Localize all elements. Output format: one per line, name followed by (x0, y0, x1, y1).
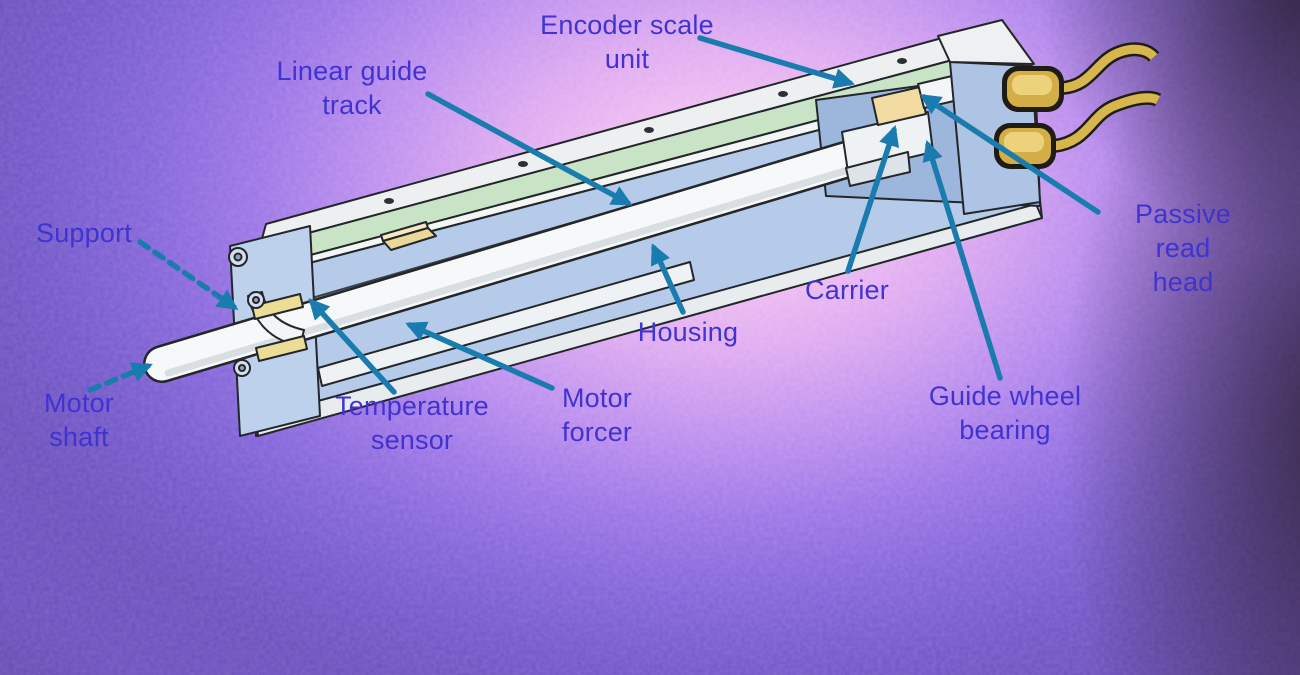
label-passive-read-head: Passive read head (1135, 199, 1231, 297)
arrow-motor-forcer (405, 321, 555, 391)
left-magnet-strip-lower (255, 335, 308, 362)
cable-upper (1061, 44, 1158, 93)
cable-lower (1053, 93, 1161, 151)
arrow-housing (650, 243, 686, 315)
top-rail-screw-holes (384, 58, 907, 204)
arrow-temperature-sensor (308, 298, 397, 395)
label-encoder-scale-unit: Encoder scale unit (540, 10, 714, 74)
arrow-passive-read-head (919, 94, 1101, 215)
arrow-linear-guide-track (425, 91, 633, 206)
arrow-support (137, 239, 239, 310)
motor-forcer-panel (317, 261, 695, 387)
end-plate-screws (228, 247, 265, 377)
cable-assembly (994, 42, 1162, 169)
right-end-top-cut (937, 19, 1035, 65)
cable-connector-upper (1002, 66, 1064, 112)
label-linear-guide-track: Linear guide track (276, 56, 428, 120)
label-carrier: Carrier (805, 275, 889, 305)
left-magnet-strip-upper (251, 293, 304, 320)
arrow-guide-wheel-bearing (922, 140, 1003, 381)
label-motor-forcer: Motor forcer (561, 383, 633, 447)
label-temperature-sensor: Temperature sensor (335, 391, 489, 455)
label-housing: Housing (637, 317, 739, 347)
arrow-encoder-scale-unit (697, 35, 856, 89)
arrow-carrier (845, 125, 900, 274)
label-support: Support (36, 218, 132, 248)
label-guide-wheel-bearing: Guide wheel bearing (928, 381, 1082, 445)
sensor-block-front (382, 227, 437, 251)
label-motor-shaft: Motor shaft (43, 388, 115, 452)
arrow-motor-shaft (87, 362, 153, 393)
